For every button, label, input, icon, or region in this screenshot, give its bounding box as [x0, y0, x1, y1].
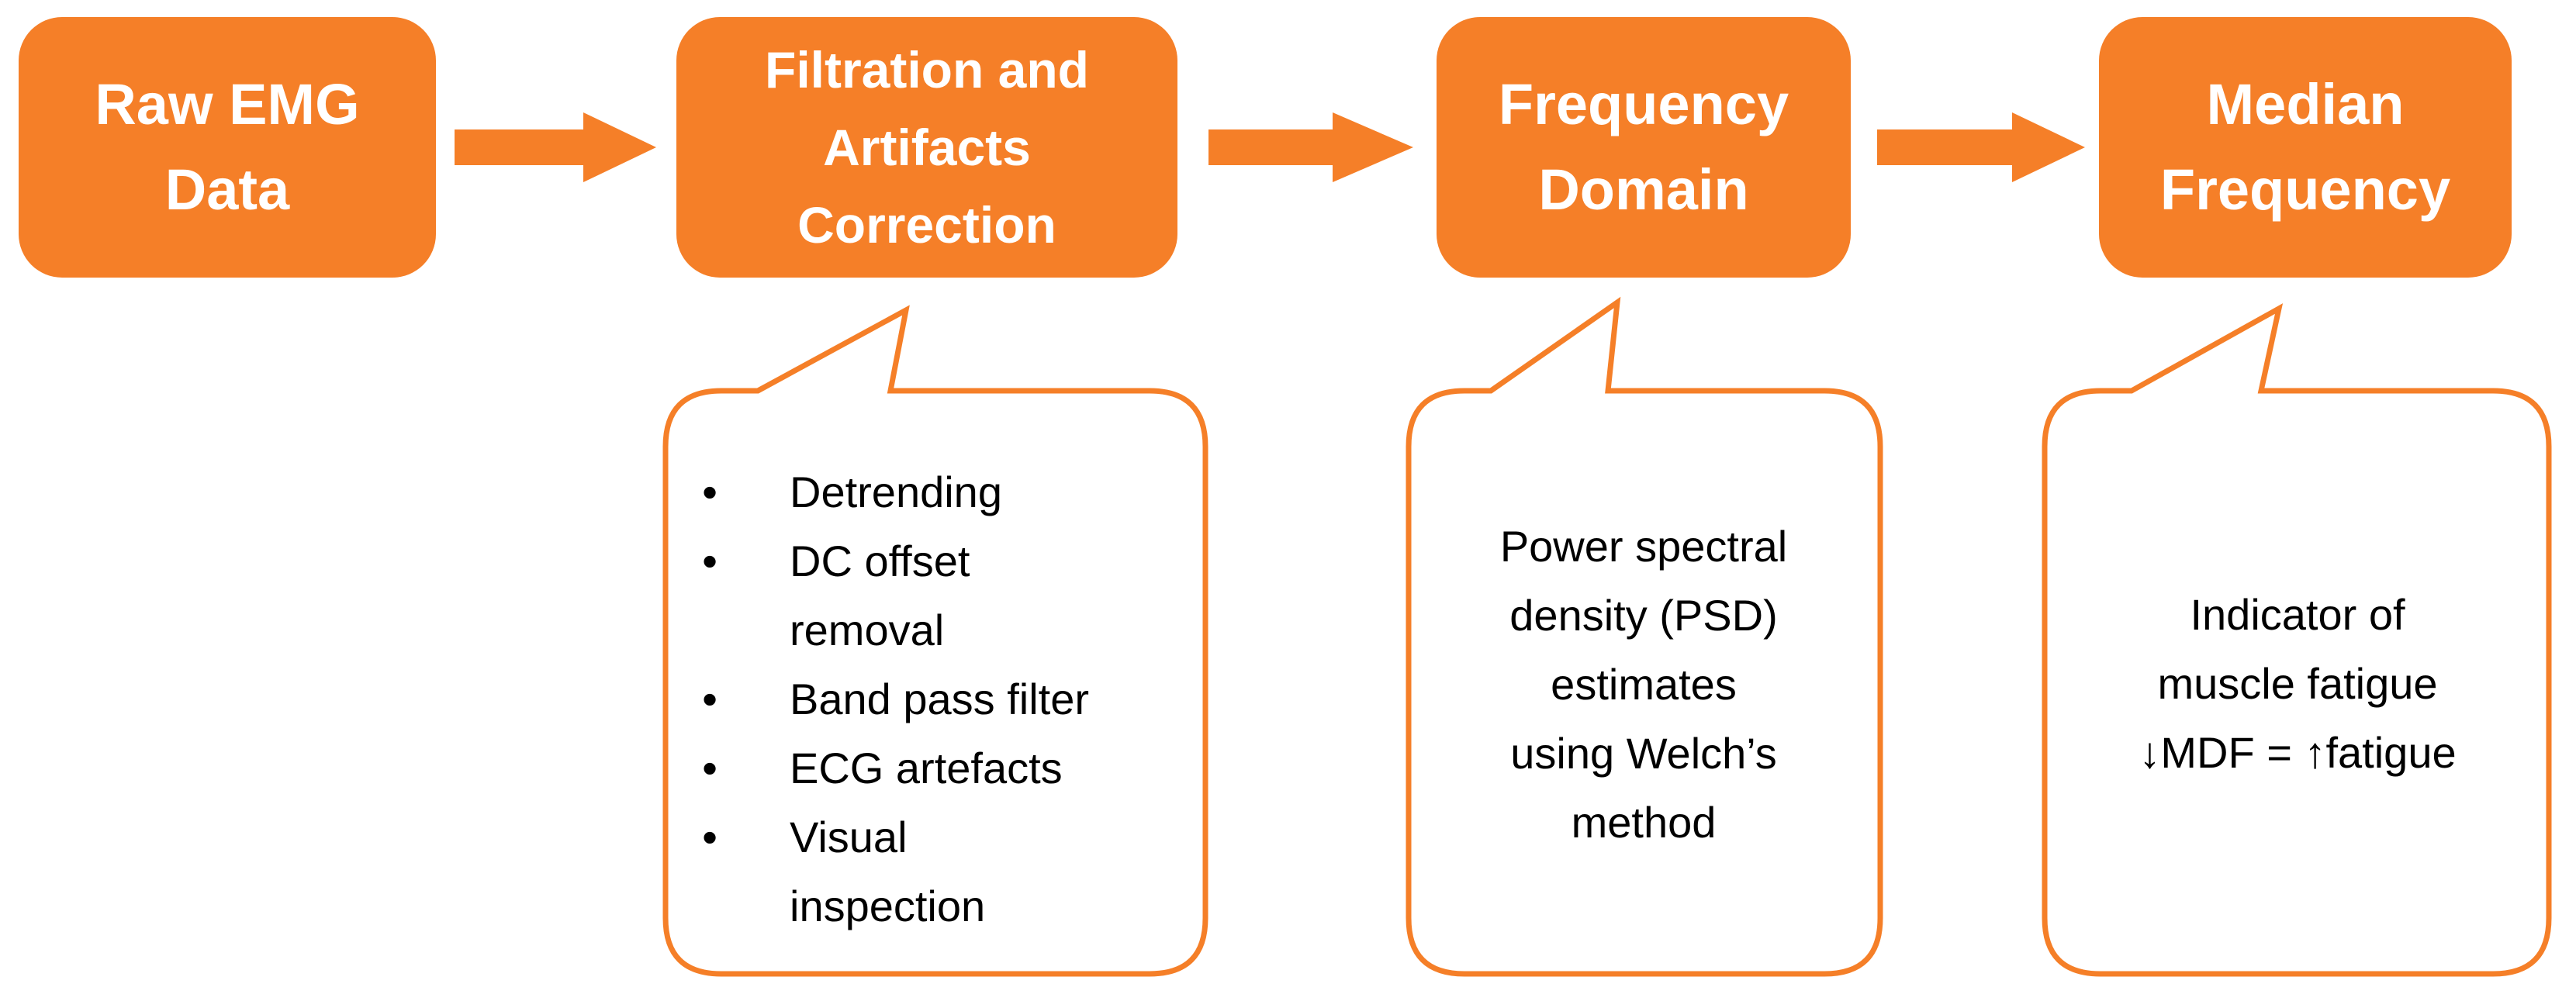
bullet-dot: •	[702, 537, 717, 585]
filtration-step-text: removal	[790, 606, 945, 654]
bullet-dot: •	[702, 813, 717, 861]
callout-frequency-outline	[1406, 296, 1883, 977]
callout-line: ↓MDF = ↑fatigue	[2139, 728, 2457, 777]
filtration-steps-list: • Detrending • DC offset removal • Band …	[698, 457, 1089, 941]
flow-arrow-2	[1208, 112, 1413, 182]
filtration-step-text: Detrending	[790, 468, 1002, 516]
filtration-step-text: DC offset	[790, 537, 970, 585]
bullet-dot: •	[702, 744, 717, 792]
step-frequency-domain-label: Frequency Domain	[1498, 72, 1789, 222]
filtration-step-item: • Visual inspection	[698, 803, 1089, 941]
step-raw-emg-data: Raw EMG Data	[19, 17, 436, 278]
filtration-step-item: • DC offset removal	[698, 526, 1089, 664]
callout-line: estimates	[1551, 660, 1737, 709]
callout-frequency-text: Power spectral density (PSD) estimates u…	[1437, 512, 1851, 857]
step-filtration-label: Filtration and Artifacts Correction	[765, 40, 1089, 254]
bullet-dot: •	[702, 675, 717, 723]
callout-line: method	[1571, 798, 1717, 847]
callout-line: Indicator of	[2190, 590, 2405, 639]
flow-arrow-3	[1877, 112, 2085, 182]
filtration-step-text: Visual	[790, 813, 908, 861]
filtration-step-item: • Detrending	[698, 457, 1089, 526]
callout-filtration-outline	[662, 305, 1208, 977]
filtration-step-text: inspection	[790, 882, 986, 930]
step-frequency-domain: Frequency Domain	[1437, 17, 1851, 278]
step-median-frequency-label: Median Frequency	[2159, 72, 2451, 222]
callout-median-text: Indicator of muscle fatigue ↓MDF = ↑fati…	[2056, 580, 2540, 787]
callout-line: using Welch’s	[1510, 729, 1777, 778]
filtration-step-text: Band pass filter	[790, 675, 1089, 723]
filtration-step-item: • Band pass filter	[698, 664, 1089, 733]
callout-line: muscle fatigue	[2157, 659, 2438, 708]
filtration-step-item: • ECG artefacts	[698, 733, 1089, 803]
step-median-frequency: Median Frequency	[2099, 17, 2512, 278]
flow-arrow-1	[455, 112, 656, 182]
callout-line: Power spectral	[1499, 522, 1788, 571]
step-raw-emg-data-label: Raw EMG Data	[95, 72, 360, 222]
bullet-dot: •	[702, 468, 717, 516]
callout-median-outline	[2042, 303, 2552, 977]
filtration-step-text: ECG artefacts	[790, 744, 1063, 792]
callout-line: density (PSD)	[1509, 591, 1778, 640]
step-filtration-and-artifacts-correction: Filtration and Artifacts Correction	[676, 17, 1177, 278]
